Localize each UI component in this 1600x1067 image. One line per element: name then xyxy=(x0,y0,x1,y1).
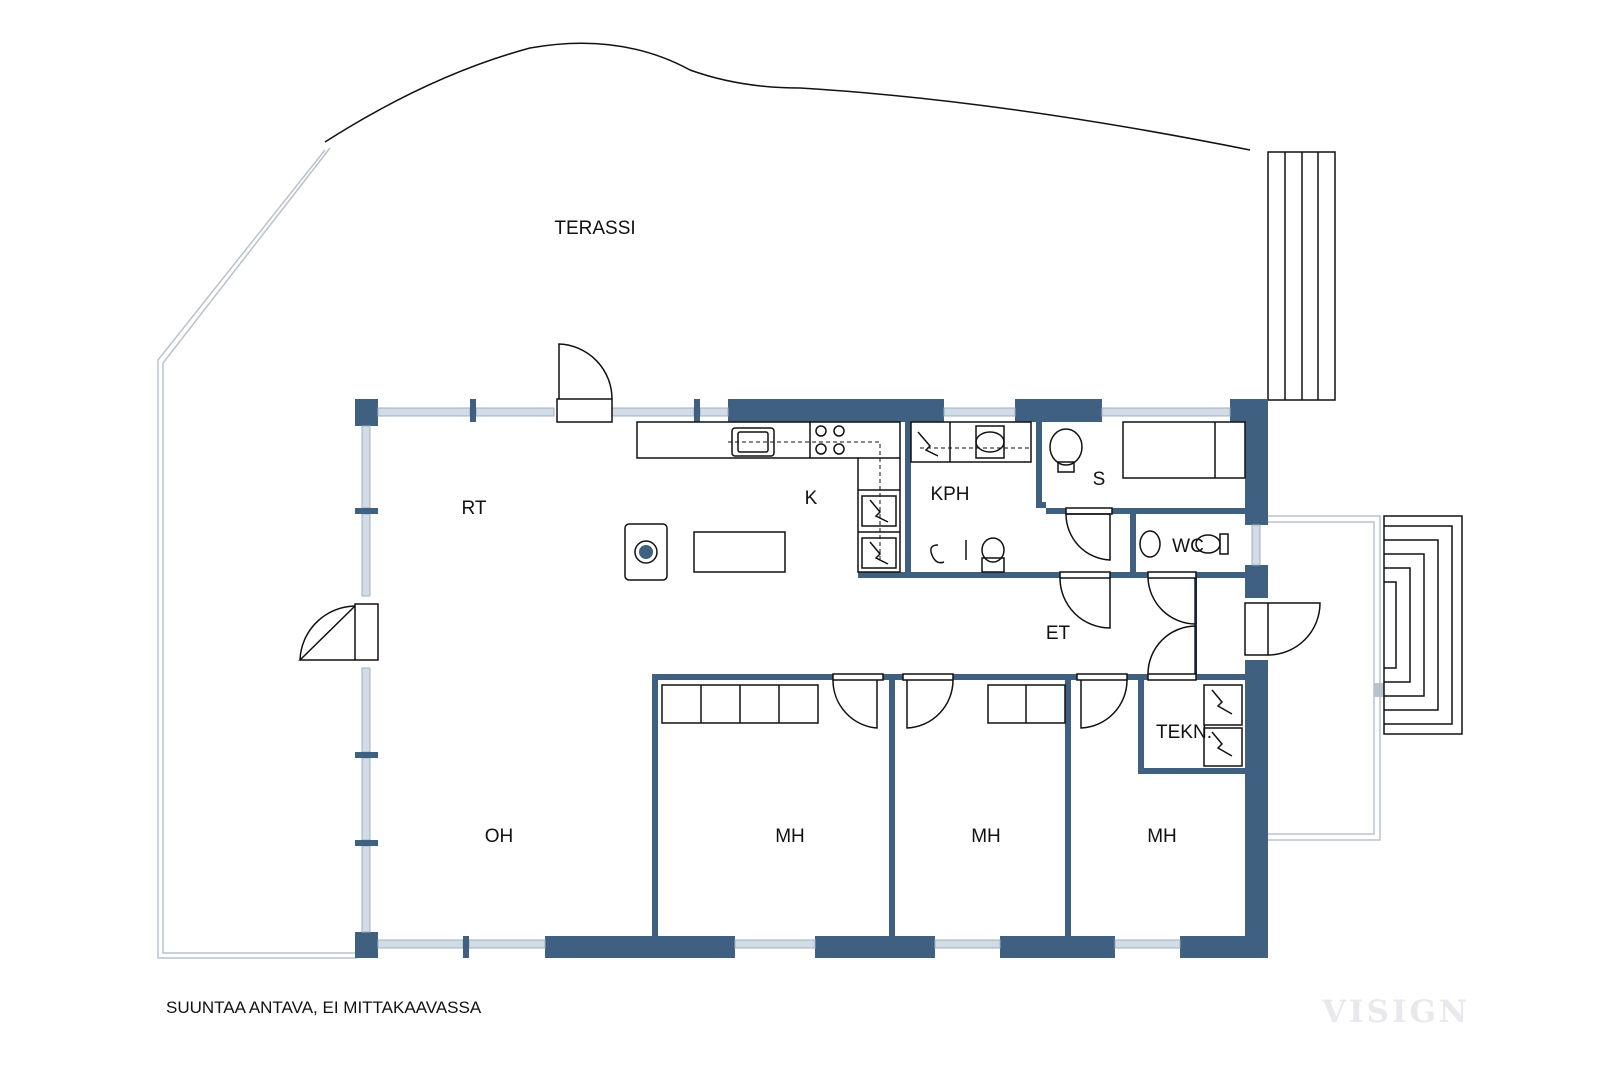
sauna-fixtures xyxy=(1049,421,1246,479)
room-label-kitchen: K xyxy=(804,488,818,509)
stairs-top-right xyxy=(1267,151,1336,401)
room-label-sauna: S xyxy=(1092,469,1106,490)
room-label-living: RT xyxy=(461,498,487,519)
entrance-porch xyxy=(1268,515,1384,841)
terrace-door xyxy=(556,343,613,423)
terrace-outline xyxy=(157,42,1251,959)
room-label-bedroom-1: MH xyxy=(775,826,805,847)
entrance-door xyxy=(1244,602,1321,656)
stairs-right xyxy=(1383,515,1463,735)
room-label-hall: ET xyxy=(1045,623,1071,644)
room-label-bedroom-2: MH xyxy=(971,826,1001,847)
fireplace xyxy=(624,523,668,581)
scale-note: SUUNTAA ANTAVA, EI MITTAKAAVASSA xyxy=(166,998,482,1017)
room-label-terrace: TERASSI xyxy=(554,218,636,239)
room-label-bedroom-3: MH xyxy=(1147,826,1177,847)
room-label-bathroom: KPH xyxy=(930,484,970,505)
brand-logo: VISIGN xyxy=(1322,994,1471,1030)
wardrobes xyxy=(661,684,1243,767)
room-label-living-room: OH xyxy=(484,826,514,847)
side-door xyxy=(298,603,379,661)
wc-fixtures xyxy=(1139,530,1229,558)
kitchen-counter xyxy=(636,421,901,573)
interior-doors xyxy=(832,507,1197,729)
room-label-technical: TEKN. xyxy=(1156,722,1212,743)
bathroom-fixtures xyxy=(910,421,1032,573)
window-mullions xyxy=(355,399,700,958)
room-label-wc: WC xyxy=(1172,536,1204,557)
